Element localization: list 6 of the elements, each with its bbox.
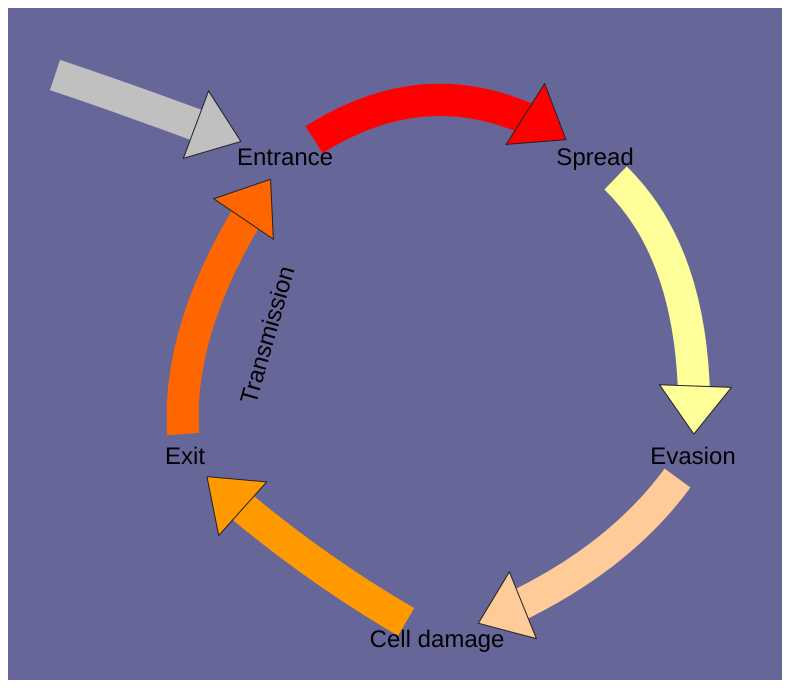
stage-label: Entrance — [236, 144, 334, 172]
stage-label: Evasion — [650, 444, 736, 470]
stage-label: Cell damage — [370, 626, 504, 654]
block-arrow — [604, 167, 731, 434]
stage-label: Exit — [165, 444, 205, 470]
stage-label: Spread — [556, 144, 634, 172]
